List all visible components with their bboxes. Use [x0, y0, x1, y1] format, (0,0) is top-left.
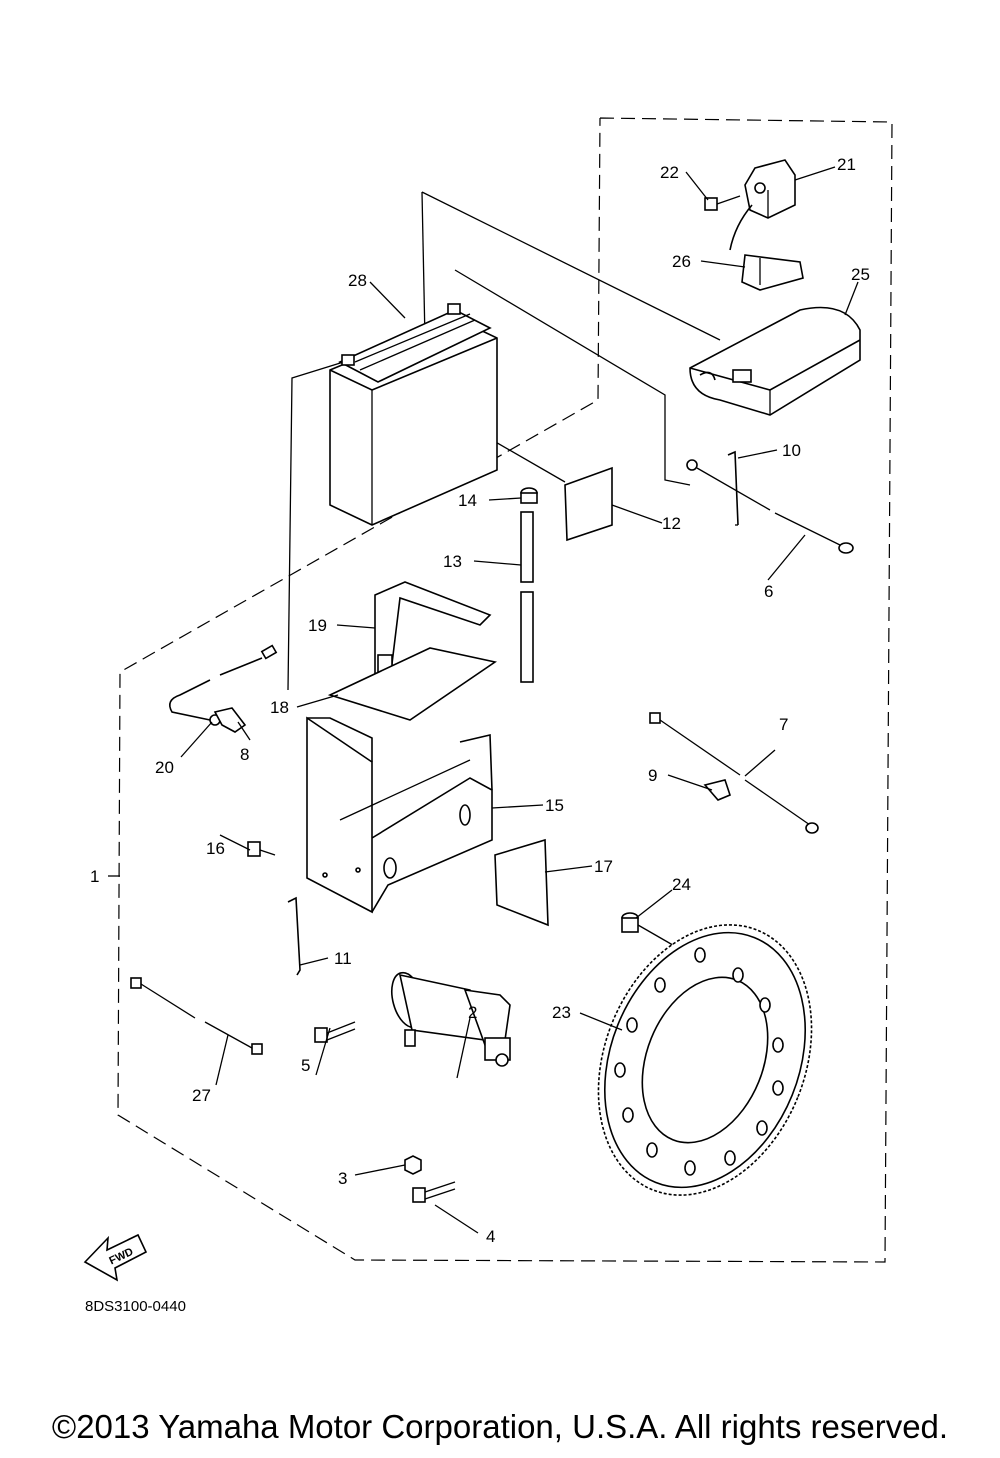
- label-part-22: 22: [660, 163, 679, 182]
- label-part-23: 23: [552, 1003, 571, 1022]
- bracket-part-26[interactable]: [741, 254, 804, 291]
- phantom-line: [421, 191, 721, 341]
- label-part-21: 21: [837, 155, 856, 174]
- label-part-1: 1: [90, 867, 99, 886]
- bolt-part-24[interactable]: [621, 912, 679, 949]
- label-part-3: 3: [338, 1169, 347, 1188]
- bolt-part-22[interactable]: [704, 195, 741, 211]
- sheet-part-18[interactable]: [327, 647, 497, 721]
- leader-lines: [108, 166, 859, 1234]
- tube-part-13[interactable]: [520, 511, 534, 683]
- label-part-25: 25: [851, 265, 870, 284]
- cap-part-14[interactable]: [520, 487, 538, 504]
- label-part-2: 2: [468, 1003, 477, 1022]
- wire-lead-part-27[interactable]: [130, 977, 263, 1055]
- label-part-17: 17: [594, 857, 613, 876]
- pad-part-17[interactable]: [494, 838, 549, 927]
- clip-part-8[interactable]: [213, 707, 247, 733]
- phantom-line: [421, 191, 426, 341]
- label-part-9: 9: [648, 766, 657, 785]
- fuse-box-part-25[interactable]: [689, 306, 861, 416]
- label-part-11: 11: [334, 949, 352, 968]
- label-part-18: 18: [270, 698, 289, 717]
- label-part-10: 10: [782, 441, 801, 460]
- label-part-28: 28: [348, 271, 367, 290]
- label-part-5: 5: [301, 1056, 310, 1075]
- clamp-part-10[interactable]: [727, 450, 739, 526]
- label-part-8: 8: [240, 745, 249, 764]
- copyright-notice: ©2013 Yamaha Motor Corporation, U.S.A. A…: [51, 1408, 949, 1445]
- cable-part-7[interactable]: [649, 712, 819, 834]
- label-part-6: 6: [764, 582, 773, 601]
- clamp-part-9[interactable]: [703, 779, 731, 801]
- fwd-arrow-icon: FWD: [83, 1233, 148, 1282]
- phantom-line: [454, 269, 691, 486]
- cable-part-6[interactable]: [686, 459, 854, 554]
- assembly-boundary: [117, 117, 893, 1263]
- pad-part-12[interactable]: [564, 466, 613, 542]
- tie-part-11[interactable]: [287, 896, 301, 976]
- battery-case-part-15[interactable]: [306, 716, 493, 914]
- starter-relay-part-21[interactable]: [729, 159, 796, 251]
- label-part-26: 26: [672, 252, 691, 271]
- starter-motor-part-2[interactable]: [386, 969, 511, 1067]
- label-part-14: 14: [458, 491, 477, 510]
- label-part-20: 20: [155, 758, 174, 777]
- label-part-7: 7: [779, 715, 788, 734]
- label-part-13: 13: [443, 552, 462, 571]
- label-part-12: 12: [662, 514, 681, 533]
- label-part-24: 24: [672, 875, 691, 894]
- bolt-part-4[interactable]: [412, 1181, 456, 1203]
- ring-gear-part-23[interactable]: [560, 893, 850, 1228]
- label-part-16: 16: [206, 839, 225, 858]
- label-part-27: 27: [192, 1086, 211, 1105]
- label-part-4: 4: [486, 1227, 495, 1246]
- phantom-line: [287, 359, 351, 691]
- nut-part-3[interactable]: [404, 1155, 422, 1175]
- battery-part-28[interactable]: [329, 303, 498, 526]
- label-part-19: 19: [308, 616, 327, 635]
- label-part-15: 15: [545, 796, 564, 815]
- diagram-code: 8DS3100-0440: [85, 1298, 186, 1315]
- bolt-part-16[interactable]: [247, 841, 276, 857]
- bolt-part-5[interactable]: [314, 1021, 356, 1043]
